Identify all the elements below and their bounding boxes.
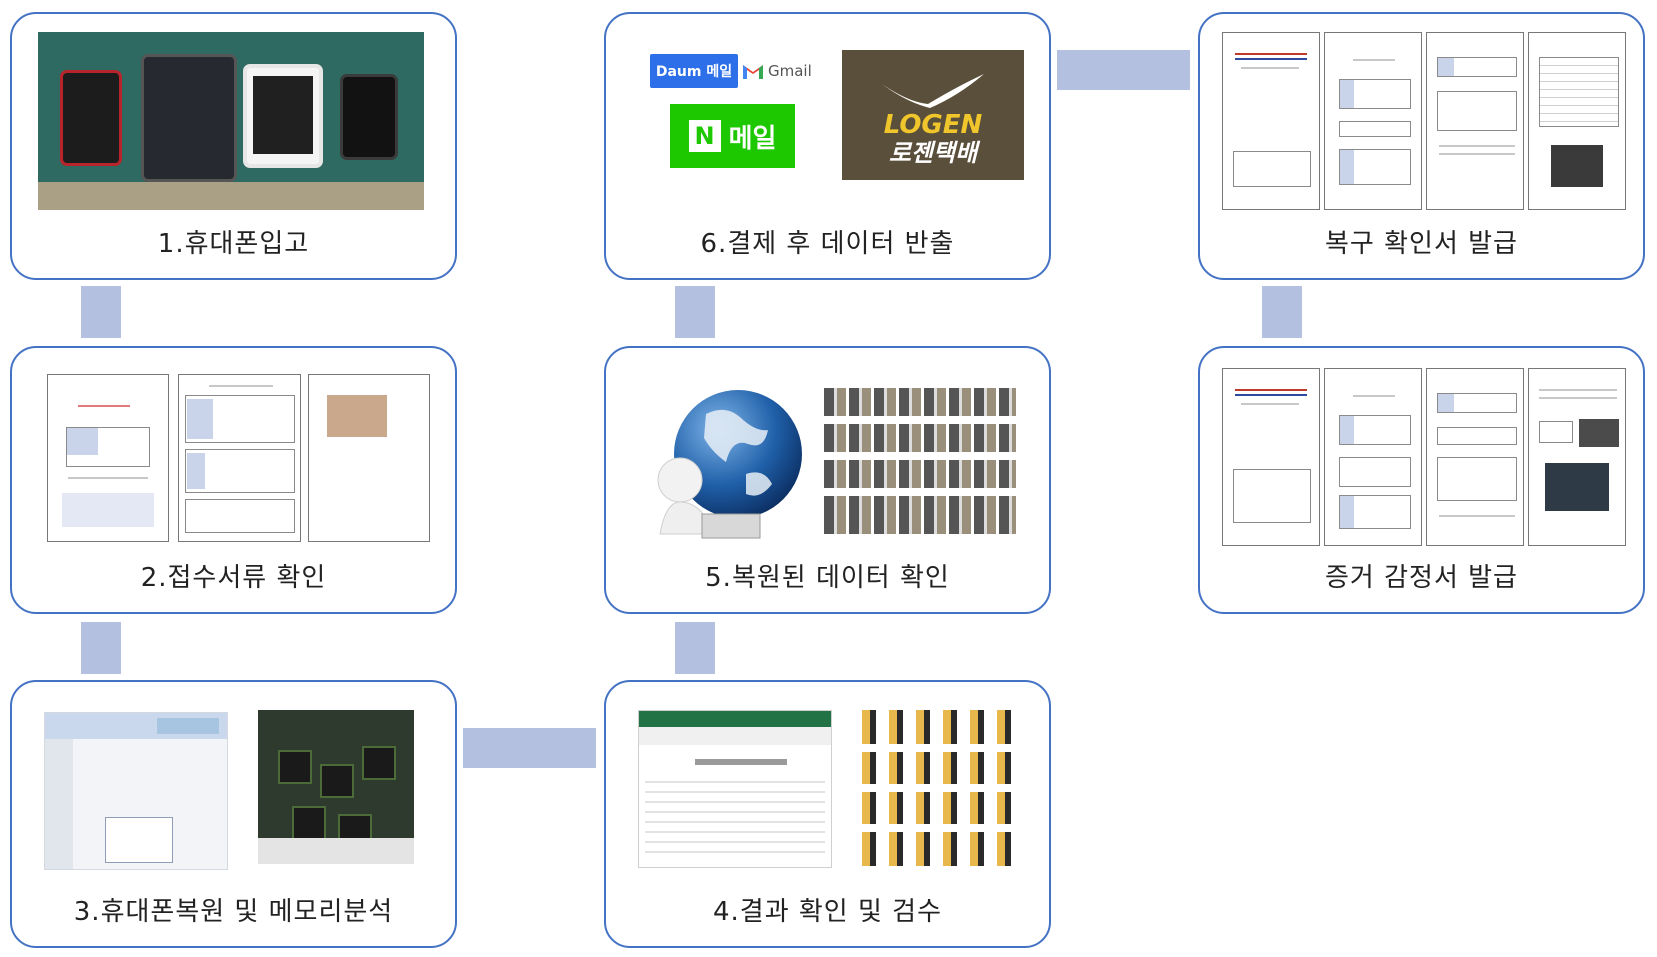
step-label-4: 4.결과 확인 및 검수 — [712, 897, 943, 927]
gmail-icon — [743, 65, 763, 79]
step-box-5: 5.복원된 데이터 확인 — [604, 346, 1051, 614]
phone-image — [141, 54, 237, 182]
naver-mail-label: 메일 — [728, 123, 777, 154]
recovery-certificate-page-2 — [1324, 32, 1422, 210]
gmail-label: Gmail — [768, 62, 812, 80]
evidence-report-page-1 — [1222, 368, 1320, 546]
phone-image — [340, 74, 398, 160]
connector-5-6 — [675, 286, 715, 338]
receipt-document — [47, 374, 169, 542]
step-label-3: 3.휴대폰복원 및 메모리분석 — [73, 897, 394, 927]
daum-mail-logo: Daum 메일 — [650, 54, 738, 88]
step-label-8: 증거 감정서 발급 — [1325, 563, 1518, 593]
connector-1-2 — [81, 286, 121, 338]
connector-4-5 — [675, 622, 715, 674]
logen-label-en: LOGEN — [883, 110, 983, 140]
evidence-report-page-3 — [1426, 368, 1524, 546]
receipt-form-document — [178, 374, 301, 542]
step-box-7: 복구 확인서 발급 — [1198, 12, 1645, 280]
logen-label-ko: 로젠택배 — [888, 139, 978, 167]
recovery-certificate-page-1 — [1222, 32, 1320, 210]
step-box-1: 1.휴대폰입고 — [10, 12, 457, 280]
step-label-7: 복구 확인서 발급 — [1325, 229, 1518, 259]
attachment-document — [308, 374, 430, 542]
connector-6-7 — [1057, 50, 1190, 90]
recovery-certificate-page-4 — [1528, 32, 1626, 210]
tablet-image — [243, 64, 323, 168]
logen-swoosh-icon — [882, 74, 984, 108]
memory-chip-photo — [258, 710, 414, 864]
phone-image — [60, 70, 122, 166]
connector-7-8 — [1262, 286, 1302, 338]
step-label-2: 2.접수서류 확인 — [140, 563, 327, 593]
step-label-5: 5.복원된 데이터 확인 — [705, 563, 950, 593]
globe-illustration — [657, 390, 802, 539]
step-box-8: 증거 감정서 발급 — [1198, 346, 1645, 614]
evidence-report-page-4 — [1528, 368, 1626, 546]
recovery-software-screenshot — [44, 712, 228, 870]
connector-2-3 — [81, 622, 121, 674]
evidence-report-page-2 — [1324, 368, 1422, 546]
logen-logo: LOGEN 로젠택배 — [842, 50, 1024, 180]
naver-n-icon: N — [688, 120, 721, 152]
step-box-2: 2.접수서류 확인 — [10, 346, 457, 614]
gmail-logo: Gmail — [742, 54, 814, 88]
step-box-4: 4.결과 확인 및 검수 — [604, 680, 1051, 948]
step-label-6: 6.결제 후 데이터 반출 — [700, 229, 955, 259]
connector-3-4 — [463, 728, 596, 768]
step-label-1: 1.휴대폰입고 — [157, 229, 310, 259]
recovery-certificate-page-3 — [1426, 32, 1524, 210]
recovered-photos-grid — [824, 388, 1016, 534]
recovered-files-grid — [856, 710, 1020, 866]
step-box-3: 3.휴대폰복원 및 메모리분석 — [10, 680, 457, 948]
phones-photo — [38, 32, 424, 210]
excel-report-screenshot — [638, 710, 832, 868]
naver-mail-logo: N 메일 — [670, 104, 795, 168]
